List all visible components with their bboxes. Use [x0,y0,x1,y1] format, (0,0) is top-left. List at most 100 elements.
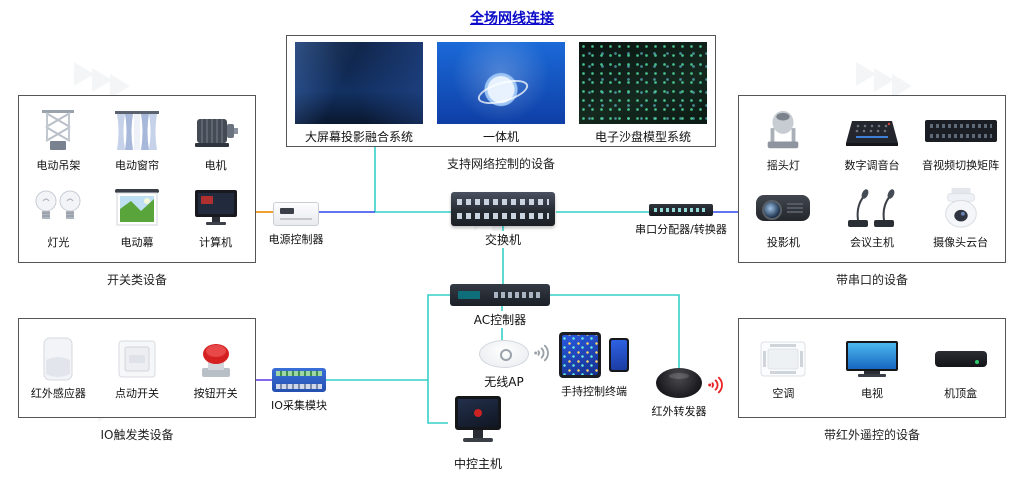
device-label: 会议主机 [849,236,894,249]
set-top-box-icon [934,336,987,382]
node-wireless-ap: 无线AP [472,340,536,390]
device-label: 电动幕 [120,236,154,249]
node-serial-splitter: 串口分配器/转换器 [626,204,736,237]
device-av-matrix: 音视频切换矩阵 [922,108,999,173]
group-caption: 支持网络控制的设备 [446,157,555,171]
wifi-signal-icon [534,344,549,362]
node-label: 中控主机 [451,455,504,472]
node-label: 电源控制器 [266,231,326,247]
device-electric-hanger: 电动吊架 [36,108,80,173]
device-moving-head-light: 摇头灯 [761,108,805,173]
device-computer: 计算机 [193,185,239,250]
device-set-top-box: 机顶盒 [934,336,987,401]
device-label: 机顶盒 [944,386,978,400]
device-label: 音视频切换矩阵 [922,159,1000,172]
device-label: 按钮开关 [193,386,238,400]
device-push-button: 按钮开关 [194,336,238,401]
device-label: 电动窗帘 [114,159,159,172]
watermark [856,62,912,98]
node-io-module: IO采集模块 [266,368,332,413]
ac-controller-icon [450,284,550,306]
device-digital-mixer: 数字调音台 [840,108,904,173]
device-label: 电子沙盘模型系统 [594,130,691,144]
ir-transmitter-icon [656,368,702,398]
central-host-icon [448,396,508,450]
node-power-controller: 电源控制器 [266,202,326,247]
node-label: AC控制器 [471,311,529,328]
electric-screen-icon [113,185,161,231]
serial-splitter-icon [649,204,713,216]
watermark [74,62,130,98]
device-jog-switch: 点动开关 [115,336,159,401]
jog-switch-icon [117,336,157,382]
device-label: 计算机 [199,236,233,249]
device-label: 红外感应器 [30,386,86,400]
phone-icon [609,338,629,372]
tablet-icon [559,332,601,378]
device-label: 摇头灯 [766,159,800,172]
push-button-icon [194,336,238,382]
electric-hanger-icon [36,108,80,154]
device-label: 大屏幕投影融合系统 [304,130,413,144]
device-label: 摄像头云台 [933,236,989,249]
device-all-in-one: 一体机 [437,42,565,145]
device-electric-screen: 电动幕 [113,185,161,250]
device-ir-sensor: 红外感应器 [31,336,86,401]
wireless-ap-icon [479,340,529,368]
device-label: 空调 [772,386,795,400]
device-label: 点动开关 [114,386,159,400]
device-electric-curtain: 电动窗帘 [114,108,160,173]
node-label: 无线AP [482,373,526,390]
node-ac-controller: AC控制器 [440,284,560,328]
power-controller-icon [273,202,319,226]
device-label: 灯光 [47,236,70,249]
device-ptz-camera: 摄像头云台 [933,185,988,250]
io-module-icon [272,368,326,392]
all-in-one-screen-icon [437,42,565,124]
device-label: 数字调音台 [844,159,900,172]
group-caption: 带串口的设备 [835,273,908,287]
node-label: 红外转发器 [649,403,709,419]
device-label: 电视 [860,386,883,400]
group-caption: 开关类设备 [106,273,167,287]
projection-fusion-screen-icon [295,42,423,124]
node-handheld-terminal: 手持控制终端 [552,332,636,399]
handheld-terminal-icon [559,332,629,378]
device-air-conditioner: 空调 [758,336,808,401]
projector-icon [756,185,811,231]
electric-curtain-icon [114,108,160,154]
device-projector: 投影机 [756,185,811,250]
light-bulbs-icon [33,185,83,231]
network-switch-icon [451,192,555,226]
device-lighting: 灯光 [33,185,83,250]
ir-sensor-icon [38,336,78,382]
node-label: 串口分配器/转换器 [633,221,729,237]
node-label: 交换机 [482,231,523,248]
conference-mics-icon [844,185,900,231]
sandtable-screen-icon [579,42,707,124]
device-motor: 电机 [193,108,239,173]
group-ir-devices: 空调 电视 机顶盒 带红外遥控的设备 [738,318,1006,443]
air-conditioner-icon [758,336,808,382]
device-sandtable-system: 电子沙盘模型系统 [579,42,707,145]
node-label: 手持控制终端 [559,383,629,399]
group-serial-devices: 摇头灯 数字调音台 音视频切换矩阵 投影机 会议主机 [738,95,1006,288]
ptz-camera-icon [937,185,985,231]
computer-icon [193,185,239,231]
device-conference-host: 会议主机 [844,185,900,250]
av-matrix-icon [924,108,997,154]
tv-icon [844,336,900,382]
node-central-host: 中控主机 [436,396,520,472]
group-network-devices: 大屏幕投影融合系统 一体机 电子沙盘模型系统 支持网络控制的设备 [286,35,716,172]
motor-icon [193,108,239,154]
group-caption: IO触发类设备 [100,428,174,442]
device-tv: 电视 [844,336,900,401]
moving-head-light-icon [761,108,805,154]
node-ir-transmitter: 红外转发器 [644,368,714,419]
device-label: 电动吊架 [36,159,81,172]
device-label: 电机 [204,159,227,172]
device-projection-fusion: 大屏幕投影融合系统 [295,42,423,145]
digital-mixer-icon [840,108,904,154]
page-title: 全场网线连接 [470,11,554,27]
